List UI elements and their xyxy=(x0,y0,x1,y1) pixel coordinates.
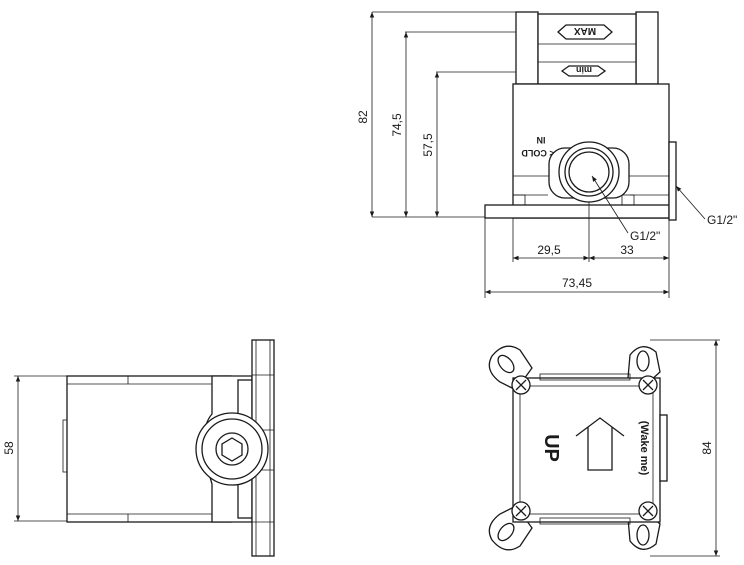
min-arrow-icon xyxy=(560,65,607,77)
top-view: 82 74,5 57,5 MAX min IN < COLD xyxy=(356,11,737,298)
dim-84: 84 xyxy=(700,441,714,455)
label-max: MAX xyxy=(574,25,597,36)
dim-74-5: 74,5 xyxy=(390,113,404,137)
wake-label: (Wake me) xyxy=(638,421,650,476)
label-min: min xyxy=(576,65,592,75)
label-in: IN xyxy=(537,135,546,145)
inlet-thread-icon xyxy=(568,151,610,193)
dim-33: 33 xyxy=(620,243,634,257)
dim-29-5: 29,5 xyxy=(537,243,561,257)
side-port-icon xyxy=(215,432,249,466)
thread-front-label: G1/2" xyxy=(630,229,660,243)
max-arrow-icon xyxy=(557,24,613,40)
thread-side-label: G1/2" xyxy=(707,213,737,227)
side-view: 58 xyxy=(2,339,275,557)
front-view: 84 UP (Wake me) xyxy=(488,339,720,557)
dim-73-45: 73,45 xyxy=(562,276,592,290)
dim-82: 82 xyxy=(356,110,370,124)
up-arrow-icon xyxy=(575,417,625,471)
dim-57-5: 57,5 xyxy=(421,133,435,157)
up-label: UP xyxy=(540,434,562,462)
dim-58: 58 xyxy=(2,441,16,455)
label-cold: < COLD xyxy=(521,148,555,158)
hex-socket-icon xyxy=(221,437,243,462)
